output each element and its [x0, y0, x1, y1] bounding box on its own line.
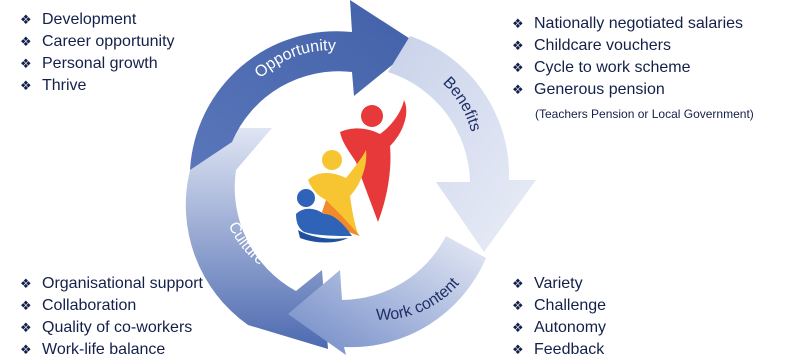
list-item: ❖ Variety [512, 273, 606, 295]
list-item: ❖ Childcare vouchers [512, 35, 743, 57]
diamond-bullet-icon: ❖ [512, 38, 524, 53]
list-item: ❖ Career opportunity [20, 31, 175, 53]
benefits-arrow [388, 36, 536, 252]
opportunity-arrow [190, 0, 418, 170]
list-item-text: Thrive [42, 77, 87, 94]
list-item-text: Development [42, 11, 137, 28]
list-item: ❖ Development [20, 9, 175, 31]
list-item-text: Feedback [534, 341, 605, 358]
diamond-bullet-icon: ❖ [512, 82, 524, 97]
list-item-text: Childcare vouchers [534, 37, 671, 54]
diamond-bullet-icon: ❖ [512, 16, 524, 31]
list-item-text: Variety [534, 275, 583, 292]
list-item-text: Generous pension [534, 81, 665, 98]
list-item: ❖ Feedback [512, 339, 606, 361]
list-item-text: Nationally negotiated salaries [534, 15, 744, 32]
list-item: ❖ Cycle to work scheme [512, 57, 743, 79]
diamond-bullet-icon: ❖ [512, 342, 524, 357]
diamond-bullet-icon: ❖ [20, 12, 32, 27]
list-item-text: Work-life balance [42, 341, 166, 358]
list-item-text: Challenge [534, 297, 607, 314]
list-item-text: Organisational support [42, 275, 203, 292]
list-item: ❖ Quality of co-workers [20, 317, 203, 339]
work-content-list: ❖ Variety ❖ Challenge ❖ Autonomy ❖ Feedback [512, 273, 606, 361]
list-item-text: Quality of co-workers [42, 319, 193, 336]
list-item: ❖ Work-life balance [20, 339, 203, 361]
diamond-bullet-icon: ❖ [512, 320, 524, 335]
list-item: ❖ Organisational support [20, 273, 203, 295]
list-item: ❖ Personal growth [20, 53, 175, 75]
list-item: ❖ Generous pension [512, 79, 743, 101]
opportunity-list: ❖ Development ❖ Career opportunity ❖ Person… [20, 9, 175, 97]
list-item: ❖ Nationally negotiated salaries [512, 13, 743, 35]
culture-list: ❖ Organisational support ❖ Collaboration ❖… [20, 273, 203, 361]
diamond-bullet-icon: ❖ [20, 56, 32, 71]
diamond-bullet-icon: ❖ [512, 276, 524, 291]
list-item-text: Autonomy [534, 319, 607, 336]
pension-note: (Teachers Pension or Local Government) [535, 107, 754, 121]
list-item-text: Career opportunity [42, 33, 175, 50]
diamond-bullet-icon: ❖ [20, 276, 32, 291]
work-content-arrow [288, 236, 486, 355]
diamond-bullet-icon: ❖ [20, 34, 32, 49]
list-item: ❖ Challenge [512, 295, 606, 317]
list-item: ❖ Collaboration [20, 295, 203, 317]
benefits-list: ❖ Nationally negotiated salaries ❖ Childca… [512, 13, 743, 101]
culture-arrow [185, 128, 328, 349]
list-item-text: Cycle to work scheme [534, 59, 691, 76]
list-item: ❖ Thrive [20, 75, 175, 97]
diamond-bullet-icon: ❖ [20, 78, 32, 93]
diamond-bullet-icon: ❖ [20, 298, 32, 313]
diamond-bullet-icon: ❖ [20, 342, 32, 357]
people-logo-icon [296, 100, 407, 243]
diamond-bullet-icon: ❖ [20, 320, 32, 335]
diamond-bullet-icon: ❖ [512, 298, 524, 313]
diamond-bullet-icon: ❖ [512, 60, 524, 75]
list-item-text: Personal growth [42, 55, 158, 72]
list-item: ❖ Autonomy [512, 317, 606, 339]
list-item-text: Collaboration [42, 297, 137, 314]
